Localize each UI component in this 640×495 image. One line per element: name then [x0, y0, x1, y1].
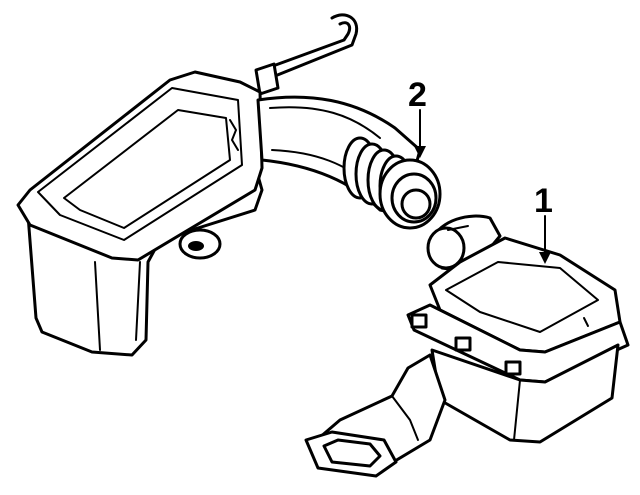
callout-label-2: 2 [408, 76, 427, 114]
air-cleaner-housing-left [16, 70, 264, 357]
air-box-right [406, 214, 630, 444]
callout-label-1: 1 [534, 182, 553, 220]
intake-duct-hose [256, 95, 442, 230]
callout-1: 1 [534, 182, 553, 264]
breather-tube [254, 13, 359, 96]
callout-2: 2 [408, 76, 427, 158]
bellows-section [342, 136, 442, 230]
inlet-snorkel [304, 353, 447, 478]
